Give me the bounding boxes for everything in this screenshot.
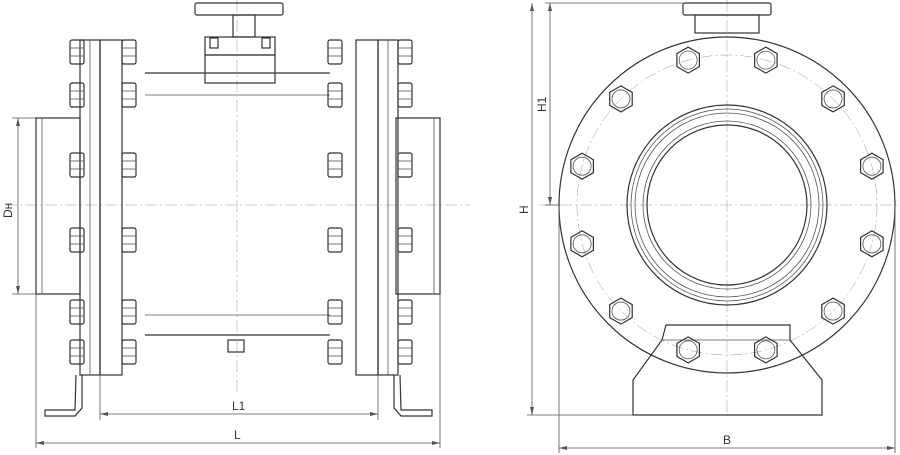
bore-inner-circle [646, 124, 808, 286]
nut [121, 339, 137, 365]
hex-nut [821, 297, 845, 325]
dim-height-top: H1 [535, 2, 683, 206]
nut [327, 39, 343, 65]
dim-nominal-diameter: Dн [1, 117, 36, 295]
nut [121, 152, 137, 178]
nut [397, 299, 413, 325]
hex-nut [676, 336, 701, 364]
dim-label-dn: Dн [1, 203, 15, 218]
hex-nut [570, 152, 595, 180]
front-view-bolts [570, 46, 884, 364]
valve-body-side [145, 72, 330, 353]
hex-nut [859, 152, 884, 180]
hex-nut [821, 85, 845, 113]
nut [397, 152, 413, 178]
dim-label-l: L [234, 428, 241, 442]
nut [121, 82, 137, 108]
dim-overall-length: L [35, 294, 441, 448]
hex-nut [753, 46, 778, 74]
nut [327, 82, 343, 108]
nut [327, 339, 343, 365]
dim-label-h1: H1 [535, 96, 549, 112]
right-pipe-stub [395, 117, 441, 295]
bore-ring-3 [642, 120, 812, 290]
nut [327, 152, 343, 178]
right-flange [355, 39, 399, 376]
nut [397, 227, 413, 253]
nut [121, 299, 137, 325]
nut [327, 227, 343, 253]
side-view: Dн L1 L [1, 0, 470, 448]
hex-nut [676, 46, 701, 74]
dim-label-h: H [517, 205, 531, 214]
nut [397, 39, 413, 65]
nut [69, 227, 85, 253]
bore-ring-2 [634, 112, 820, 298]
dim-overall-height: H [517, 3, 633, 416]
dim-label-b: B [723, 433, 731, 447]
left-support-foot [44, 374, 83, 417]
nut [69, 339, 85, 365]
dim-label-l1: L1 [232, 399, 246, 413]
bore-ring-1 [630, 108, 824, 302]
nut [397, 339, 413, 365]
front-view: H1 H B [517, 0, 900, 453]
hex-nut [570, 230, 595, 258]
nut [121, 39, 137, 65]
left-pipe-stub [35, 117, 81, 295]
bolt-circle [576, 54, 878, 356]
dim-face-to-face: L1 [99, 375, 379, 420]
nut [327, 299, 343, 325]
front-actuator-mount [682, 2, 772, 34]
nut [69, 82, 85, 108]
left-flange [79, 39, 123, 376]
hex-nut [753, 336, 778, 364]
nut [69, 152, 85, 178]
hex-nut [609, 297, 633, 325]
hex-nut [609, 85, 633, 113]
side-view-bolts [69, 39, 413, 365]
bore-outer-circle [626, 104, 828, 306]
nut [121, 227, 137, 253]
right-support-foot [393, 374, 433, 417]
dim-width: B [558, 205, 896, 453]
nut [69, 299, 85, 325]
hex-nut [859, 230, 884, 258]
actuator-mount [194, 2, 284, 84]
nut [69, 39, 85, 65]
nut [397, 82, 413, 108]
front-support-base [632, 324, 823, 416]
